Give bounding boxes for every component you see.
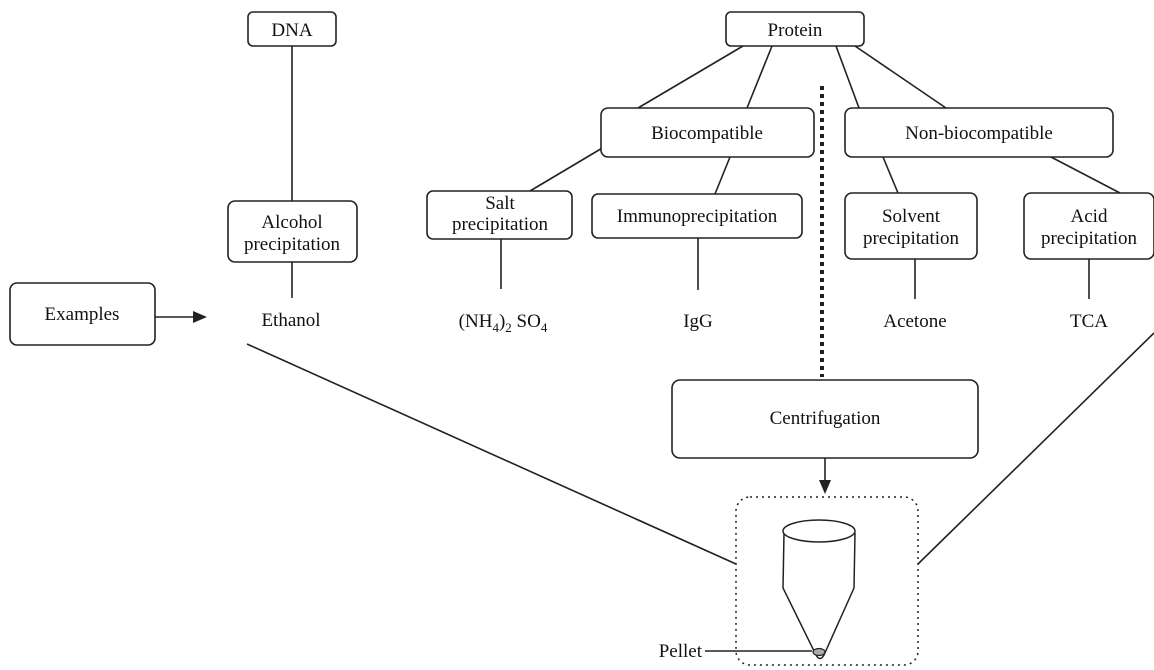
centrifuge-tube — [782, 532, 856, 660]
connector-lines — [155, 45, 1154, 652]
immunoprecipitation-label: Immunoprecipitation — [617, 206, 778, 227]
ammonium-count-subscript: 2 — [505, 320, 512, 335]
ammonium-subscript: 4 — [492, 320, 499, 335]
tube-opening — [782, 519, 856, 543]
centrifuge-tube-illustration — [735, 496, 919, 666]
acid-precipitation-box — [1023, 192, 1154, 260]
sulfate-subscript: 4 — [541, 320, 548, 335]
centrifugation-arrowhead — [819, 480, 831, 494]
alcohol-label-line2: precipitation — [244, 234, 341, 255]
ammonium-close: ) — [499, 311, 505, 332]
ammonium-sulfate-label: (NH4)2 SO4 — [459, 311, 548, 335]
salt-label-line1: Salt — [485, 193, 515, 214]
protein-box — [725, 11, 865, 47]
examples-box — [9, 282, 156, 346]
salt-precipitation-box — [426, 190, 573, 240]
centrifugation-label: Centrifugation — [770, 408, 881, 429]
igg-label: IgG — [683, 311, 713, 332]
dna-box — [247, 11, 337, 47]
pellet-label: Pellet — [659, 641, 703, 662]
solvent-label-line1: Solvent — [882, 206, 941, 227]
tube-frame — [735, 496, 919, 666]
acid-label-line2: precipitation — [1041, 228, 1138, 249]
biocompatible-label: Biocompatible — [651, 123, 763, 144]
alcohol-label-line1: Alcohol — [261, 212, 322, 233]
ethanol-label: Ethanol — [261, 310, 320, 331]
pellet-dot — [812, 647, 826, 657]
dna-label: DNA — [271, 20, 312, 41]
solvent-precipitation-box — [844, 192, 978, 260]
acetone-label: Acetone — [883, 311, 946, 332]
sulfate-part: SO — [512, 311, 541, 332]
acid-label-line1: Acid — [1071, 206, 1108, 227]
tca-label: TCA — [1070, 311, 1108, 332]
examples-label: Examples — [45, 304, 120, 325]
immunoprecipitation-box — [591, 193, 803, 239]
ammonium-part: (NH — [459, 311, 493, 332]
examples-arrowhead — [193, 311, 207, 323]
centrifugation-box — [671, 379, 979, 459]
biocompatible-box — [600, 107, 815, 158]
salt-label-line2: precipitation — [452, 214, 549, 235]
protein-label: Protein — [768, 20, 823, 41]
non-biocompatible-label: Non-biocompatible — [905, 123, 1053, 144]
non-biocompatible-box — [844, 107, 1114, 158]
solvent-label-line2: precipitation — [863, 228, 960, 249]
alcohol-precipitation-box — [227, 200, 358, 263]
